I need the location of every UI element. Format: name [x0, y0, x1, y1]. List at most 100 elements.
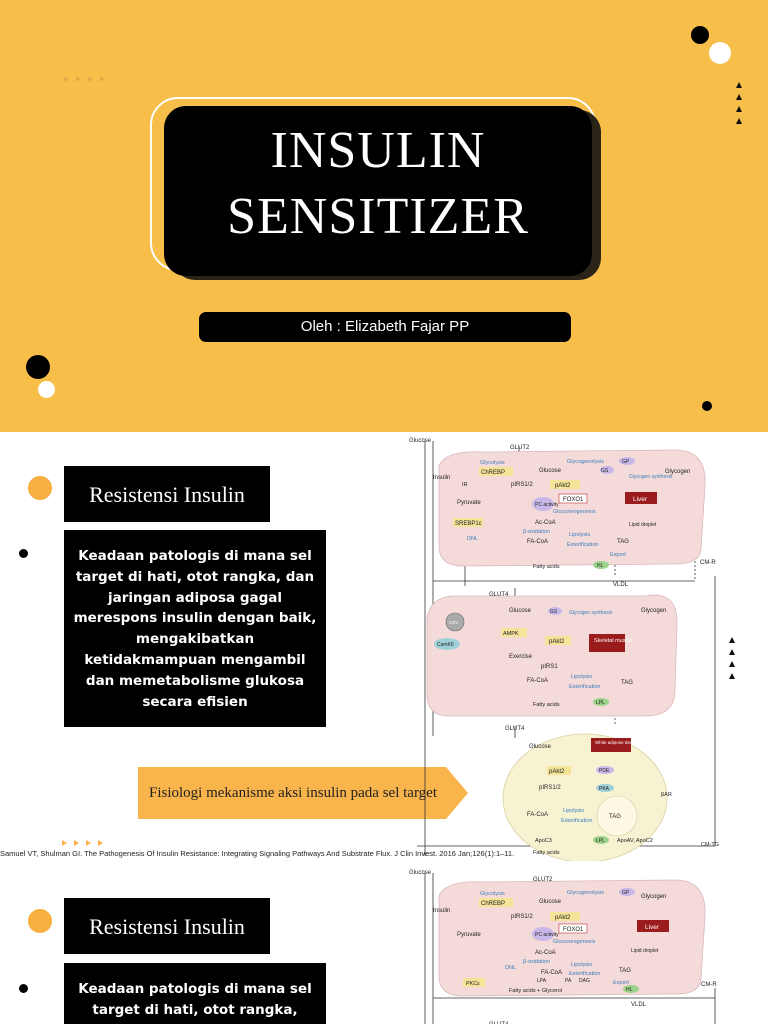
label-glut4: GLUT4 — [489, 592, 509, 598]
label-pyruvate-2: Pyruvate — [457, 932, 481, 938]
label-glut4-2: GLUT4 — [489, 1022, 509, 1024]
label-vldl-2: VLDL — [631, 1002, 647, 1008]
label-apoav: ApoAV, ApoC2 — [617, 838, 653, 844]
label-pc-2: PC activity — [535, 932, 559, 938]
label-pde: PDE — [599, 768, 610, 774]
label-glut2-2: GLUT2 — [533, 877, 553, 883]
content-slide-2: Resistensi Insulin Keadaan patologis di … — [0, 862, 768, 1024]
label-export-2: Export — [613, 980, 629, 986]
label-fatty-acids: Fatty acids — [533, 564, 560, 570]
decor-arrow-icon — [76, 76, 81, 82]
decor-dot-black — [691, 26, 709, 44]
label-liver-2: Liver — [645, 924, 660, 931]
label-pakt2-2: pAkt2 — [555, 915, 571, 921]
label-glucose: Glucose — [409, 438, 432, 444]
label-srebp: SREBP1c — [455, 521, 482, 527]
label-pirs-adipose: pIRS1/2 — [539, 785, 561, 791]
insulin-pathway-diagram: Glucose GLUT2 Insulin IR Glycolysis Glyc… — [409, 438, 719, 861]
label-glucose-liver: Glucose — [539, 468, 562, 474]
decor-dot-black — [19, 984, 28, 993]
label-glucose-liver-2: Glucose — [539, 899, 562, 905]
label-pkce-2: PKCε — [466, 981, 480, 987]
citation: Samuel VT, Shulman GI. The Pathogenesis … — [0, 849, 515, 858]
label-esterification-muscle: Esterification — [569, 684, 601, 690]
decor-dot-white — [709, 42, 731, 64]
decor-triangle-icon — [729, 649, 735, 655]
label-tag-2: TAG — [619, 968, 631, 974]
label-facoa-adipose: FA-CoA — [527, 812, 548, 818]
label-lipid-droplet: Lipid droplet — [629, 522, 657, 528]
label-cmr: CM-R — [700, 560, 716, 566]
label-boxidation: β-oxidation — [523, 529, 550, 535]
title-line-2: SENSITIZER — [227, 188, 529, 245]
label-lpl-adipose: LPL — [596, 838, 605, 844]
content-slide: Resistensi Insulin Keadaan patologis di … — [0, 432, 768, 862]
callout-arrow: Fisiologi mekanisme aksi insulin pada se… — [138, 767, 468, 819]
callout-arrow-shape — [138, 767, 468, 819]
label-fatty-acids-muscle: Fatty acids — [533, 702, 560, 708]
decor-triangle-icon — [736, 106, 742, 112]
label-pc: PC activity — [535, 502, 559, 508]
label-glucose-adipose: Glucose — [529, 744, 552, 750]
label-glycogen-synthesis: Glycogen synthesis — [629, 474, 673, 480]
label-facoa-muscle: FA-CoA — [527, 678, 548, 684]
label-skeletal: Skeletal muscle — [594, 638, 633, 644]
decor-triangle-icon — [736, 94, 742, 100]
label-esterification-2: Esterification — [569, 971, 601, 977]
decor-arrow-icon — [86, 840, 91, 846]
label-camk: CamKII — [437, 642, 454, 648]
decor-dot-orange — [28, 476, 52, 500]
decor-triangle-icon — [729, 673, 735, 679]
label-cmtg: CM-TG — [701, 842, 719, 848]
label-liver: Liver — [633, 496, 648, 503]
decor-triangle-icon — [736, 118, 742, 124]
label-lipolysis-2: Lipolysis — [571, 962, 592, 968]
decor-triangle-icon — [729, 637, 735, 643]
label-fatty-acids-adipose: Fatty acids — [533, 850, 560, 856]
definition-box-2: Keadaan patologis di mana sel target di … — [64, 963, 326, 1024]
decor-arrow-icon — [62, 840, 67, 846]
label-hl: HL — [597, 563, 604, 569]
label-glycogenolysis-2: Glycogenolysis — [567, 890, 604, 896]
label-boxidation-2: β-oxidation — [523, 959, 550, 965]
label-tag-muscle: TAG — [621, 680, 633, 686]
label-glucose-muscle: Glucose — [509, 608, 532, 614]
label-glycogenolysis: Glycogenolysis — [567, 459, 604, 465]
label-pka: PKA — [599, 786, 610, 792]
label-pakt2-muscle: pAkt2 — [549, 639, 565, 645]
decor-arrow-icon — [100, 76, 105, 82]
label-pirs1: pIRS1 — [541, 664, 558, 670]
decor-arrow-icon — [64, 76, 69, 82]
label-esterification-adipose: Esterification — [561, 818, 593, 824]
label-chrebp-2: ChREBP — [481, 901, 505, 907]
label-lpa-2: LPA — [537, 978, 547, 984]
label-glucose-2: Glucose — [409, 870, 432, 876]
label-glycolysis-2: Glycolysis — [480, 891, 505, 897]
label-lipolysis: Lipolysis — [569, 532, 590, 538]
label-facoa: FA-CoA — [527, 539, 548, 545]
label-pakt2: pAkt2 — [555, 483, 571, 489]
label-glut4-adipose: GLUT4 — [505, 726, 525, 732]
label-acoa-2: Ac-CoA — [535, 950, 556, 956]
label-dnl: DNL — [467, 536, 478, 542]
label-export: Export — [610, 552, 626, 558]
label-lipolysis-muscle: Lipolysis — [571, 674, 592, 680]
label-gs: GS — [601, 468, 609, 474]
label-lipolysis-adipose: Lipolysis — [563, 808, 584, 814]
label-glycolysis: Glycolysis — [480, 460, 505, 466]
label-glycogen-synthesis-muscle: Glycogen synthesis — [569, 610, 613, 616]
label-chrebp: ChREBP — [481, 470, 505, 476]
label-glycogen-muscle: Glycogen — [641, 608, 666, 614]
label-hl-2: HL — [626, 987, 633, 993]
label-exercise: Exercise — [509, 654, 533, 660]
definition-box: Keadaan patologis di mana sel target di … — [64, 530, 326, 727]
decor-dot-black — [702, 401, 712, 411]
author-bar: Oleh : Elizabeth Fajar PP — [199, 312, 571, 342]
label-white-adipose: White adipose tissue — [595, 740, 637, 745]
label-tag-adipose: TAG — [609, 814, 621, 820]
label-lipid-droplet-2: Lipid droplet — [631, 948, 659, 954]
title-slide: INSULIN SENSITIZER Oleh : Elizabeth Faja… — [0, 0, 768, 432]
label-facoa-2: FA-CoA — [541, 970, 562, 976]
label-foxo1-2: FOXO1 — [563, 927, 584, 933]
label-glycogen: Glycogen — [665, 469, 690, 475]
